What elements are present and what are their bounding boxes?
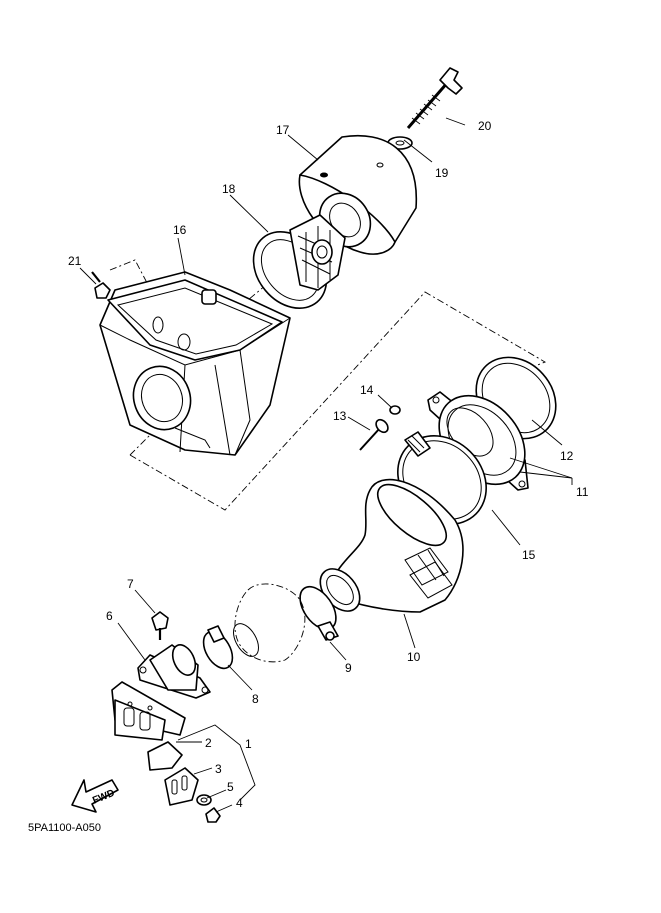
callout-4: 4 [236,796,243,810]
callout-9: 9 [345,661,352,675]
callout-6: 6 [106,609,113,623]
callout-19: 19 [435,166,449,180]
callout-13: 13 [333,409,347,423]
callout-7: 7 [127,577,134,591]
part-20-wing-bolt [406,67,463,129]
callout-11: 11 [576,485,589,499]
part-9-hose-clamp [299,585,339,641]
part-2-reed [147,741,183,771]
callout-15: 15 [522,548,536,562]
callout-20: 20 [478,119,492,133]
part-8-clamp [202,625,234,670]
part-14-washer [389,405,401,415]
diagram-code: 5PA1100-A050 [28,822,101,834]
callout-17: 17 [276,123,290,137]
part-13-rivet [359,418,389,451]
leader-lines [79,117,573,813]
callout-12: 12 [560,449,574,463]
callout-5: 5 [227,780,234,794]
part-3-stopper [164,767,199,806]
callout-3: 3 [215,762,222,776]
callout-18: 18 [222,182,236,196]
callout-1: 1 [245,737,252,751]
callout-16: 16 [173,223,187,237]
callout-10: 10 [407,650,421,664]
part-4-screw [205,807,221,823]
callout-21: 21 [68,254,82,268]
callout-14: 14 [360,383,374,397]
part-16-air-filter-case [99,271,291,456]
part-7-screw [151,611,169,640]
callout-labels: 1 2 3 4 5 6 7 8 9 10 11 12 13 14 15 16 1… [68,119,589,810]
reed-valve-plate [111,681,186,741]
part-5-washer [196,794,212,806]
fwd-arrow-icon: FWD [71,779,119,813]
callout-8: 8 [252,692,259,706]
hose-outline [233,583,306,663]
part-6-manifold [137,644,211,699]
part-18-filter-element [252,214,346,309]
callout-2: 2 [205,736,212,750]
part-21-bolt [91,271,111,299]
